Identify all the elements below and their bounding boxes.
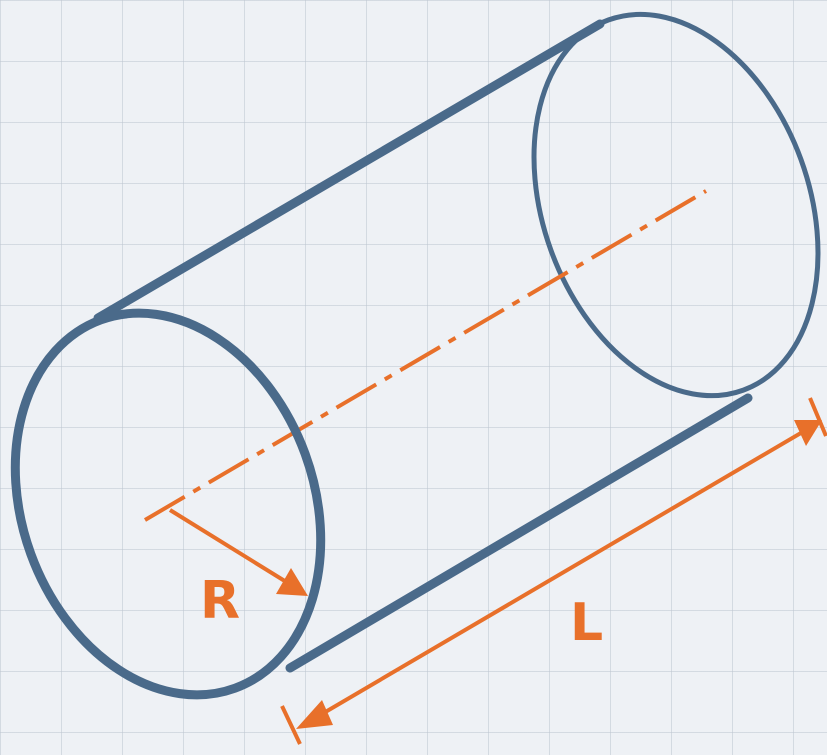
length-label: L — [570, 593, 603, 653]
cylinder-axis — [143, 189, 708, 522]
radius-arrow-icon — [168, 508, 308, 596]
cylinder-near-end — [10, 308, 326, 700]
length-double-arrow-icon — [280, 397, 827, 745]
cylinder-far-end — [531, 11, 821, 399]
radius-label: R — [200, 571, 240, 631]
cylinder-top-edge — [93, 19, 605, 323]
cylinder-bottom-edge — [285, 393, 753, 673]
